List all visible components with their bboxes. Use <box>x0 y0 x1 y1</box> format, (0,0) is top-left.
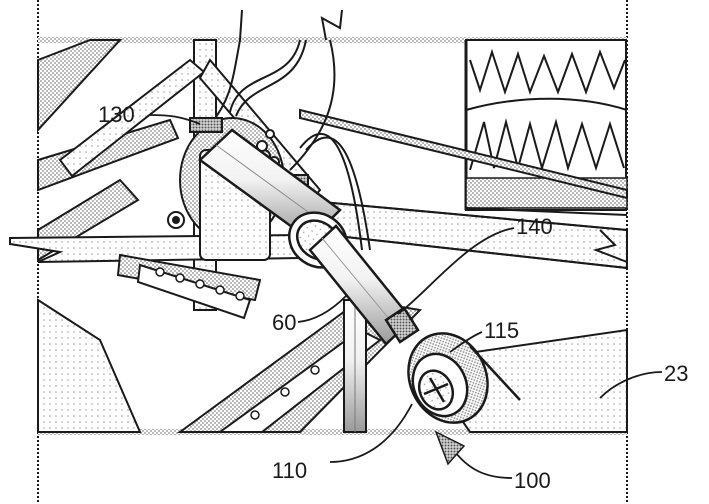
ref-label-130: 130 <box>98 102 135 127</box>
lower-bracket <box>37 298 628 433</box>
cylinder-body <box>198 128 348 269</box>
leader-lines <box>149 114 663 479</box>
cylinder-rod <box>308 224 420 346</box>
bolt-row <box>155 267 245 301</box>
arrow-100 <box>434 430 466 466</box>
ref-label-115: 115 <box>484 318 520 343</box>
ref-label-100: 100 <box>514 468 551 493</box>
ref-label-140: 140 <box>516 214 553 239</box>
background-panel <box>464 39 628 216</box>
rod-end <box>407 332 521 424</box>
ref-label-60: 60 <box>272 310 297 335</box>
ref-label-23: 23 <box>664 361 689 386</box>
truss-frame <box>9 39 322 320</box>
diagonal-beam <box>299 108 628 270</box>
support-post <box>343 299 367 433</box>
ref-label-110: 110 <box>272 458 308 483</box>
